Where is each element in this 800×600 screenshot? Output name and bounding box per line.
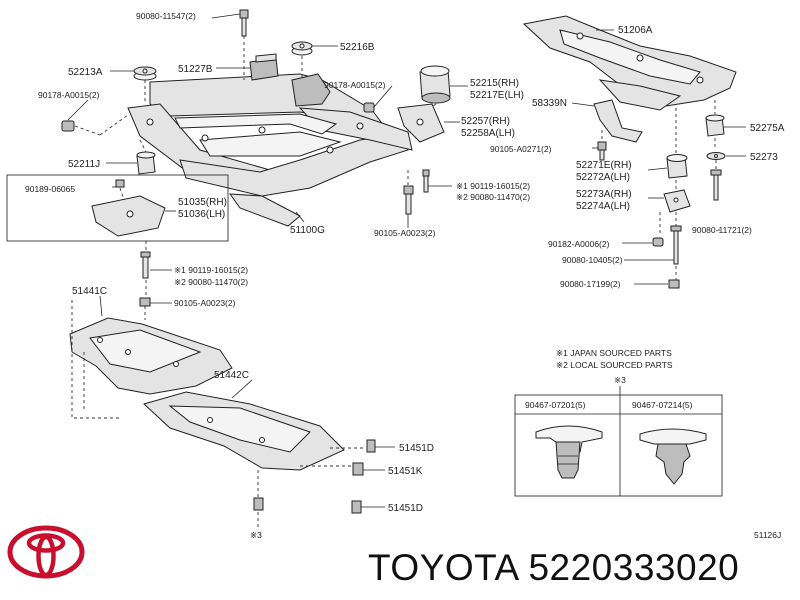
label-90105-A0271: 90105-A0271(2) [490, 144, 552, 154]
bolt-90105-A0271-icon [597, 141, 607, 161]
label-52272A: 52272A(LH) [576, 172, 630, 183]
under-cover-51441C-icon [69, 317, 233, 395]
label-52217E: 52217E(LH) [470, 90, 524, 101]
clip-90467-07214-icon [639, 428, 707, 485]
clip-under-left-icon [253, 497, 264, 511]
cushion-52271E-icon [666, 154, 688, 179]
cushion-52275A-icon [705, 114, 725, 137]
legend-clip1-label: 90467-07201(5) [525, 400, 586, 410]
bracket-52257-icon [397, 103, 445, 143]
legend-note2: ※2 LOCAL SOURCED PARTS [556, 360, 673, 370]
legend-note3: ※3 [614, 375, 626, 385]
label-52216B: 52216B [340, 42, 375, 53]
bolt-90105-mid-icon [403, 169, 430, 215]
stopper-52216B-icon [291, 41, 313, 56]
label-90080-17199: 90080-17199(2) [560, 279, 621, 289]
label-52273A: 52273A(RH) [576, 189, 632, 200]
rear-crossmember-51206A-icon [522, 15, 737, 111]
label-51451D-lower: 51451D [388, 503, 423, 514]
part-number: 5220333020 [528, 547, 740, 588]
label-52271E: 52271E(RH) [576, 160, 632, 171]
bolt-90080-11721-icon [710, 169, 722, 201]
legend-note1: ※1 JAPAN SOURCED PARTS [556, 348, 672, 358]
stopper-52213A-icon [133, 66, 157, 81]
label-90119-low: ※1 90119-16015(2) [174, 265, 248, 275]
nut-90178-right-icon [363, 102, 375, 113]
label-51441C: 51441C [72, 286, 107, 297]
label-note3-left: ※3 [250, 530, 262, 540]
label-90080-10405: 90080-10405(2) [562, 255, 623, 265]
brand-name: TOYOTA [368, 547, 518, 588]
label-58339N: 58339N [532, 98, 567, 109]
clip-legend-table: 90467-07201(5) 90467-07214(5) [514, 394, 723, 497]
toyota-logo-icon [6, 520, 86, 589]
front-suspension-crossmember [127, 73, 413, 227]
bracket-58339N-icon [593, 99, 643, 143]
label-52273: 52273 [750, 152, 778, 163]
label-52211J: 52211J [68, 159, 100, 170]
subframe-brace-group-box [6, 174, 229, 242]
bolt-90080-17199-icon [668, 279, 680, 289]
label-52275A: 52275A [750, 123, 785, 134]
label-90105-mid: 90105-A0023(2) [374, 228, 436, 238]
bracket-52273A-icon [663, 189, 691, 213]
label-51442C: 51442C [214, 370, 249, 381]
label-90189: 90189-06065 [25, 184, 75, 194]
cushion-52215-icon [419, 65, 451, 104]
bolt-top-icon [239, 9, 249, 37]
label-90080-11470-low: ※2 90080-11470(2) [174, 277, 248, 287]
label-90119-mid: ※1 90119-16015(2) [456, 181, 530, 191]
nut-90178-left-icon [61, 120, 75, 132]
bolt-lower-left-icon [139, 251, 151, 307]
label-51206A: 51206A [618, 25, 653, 36]
label-90080-11547: 90080-11547(2) [136, 11, 196, 21]
label-52257: 52257(RH) [461, 116, 510, 127]
clip-51451K-icon [352, 462, 364, 476]
cushion-52211J-icon [136, 151, 156, 175]
label-90178-right: 90178-A0015(2) [324, 80, 386, 90]
label-90178-left: 90178-A0015(2) [38, 90, 100, 100]
label-52258A: 52258A(LH) [461, 128, 515, 139]
label-51035: 51035(RH) [178, 197, 227, 208]
washer-52273-icon [706, 152, 726, 160]
bracket-51227B-icon [249, 53, 279, 81]
label-51227B: 51227B [178, 64, 213, 75]
label-90080-11721: 90080-11721(2) [692, 225, 752, 235]
nut-90182-icon [652, 237, 664, 247]
label-52213A: 52213A [68, 67, 103, 78]
clip-51451D-upper-icon [366, 439, 376, 453]
label-51451K: 51451K [388, 466, 423, 477]
legend-clip2-label: 90467-07214(5) [632, 400, 693, 410]
label-51100G: 51100G [290, 225, 325, 236]
under-cover-51442C-icon [143, 391, 345, 471]
label-90080-11470-mid: ※2 90080-11470(2) [456, 192, 530, 202]
label-52274A: 52274A(LH) [576, 201, 630, 212]
bolt-90080-10405-icon [670, 225, 682, 265]
label-51451D-upper: 51451D [399, 443, 434, 454]
brace-51035-icon [91, 179, 166, 237]
clip-90467-07201-icon [535, 425, 603, 479]
diagram-code: 51126J [754, 530, 781, 540]
label-90105-low: 90105-A0023(2) [174, 298, 236, 308]
label-90182: 90182-A0006(2) [548, 239, 610, 249]
label-52215: 52215(RH) [470, 78, 519, 89]
brand-part-number: TOYOTA 5220333020 [368, 547, 739, 589]
label-51036: 51036(LH) [178, 209, 225, 220]
clip-51451D-lower-icon [351, 500, 362, 514]
